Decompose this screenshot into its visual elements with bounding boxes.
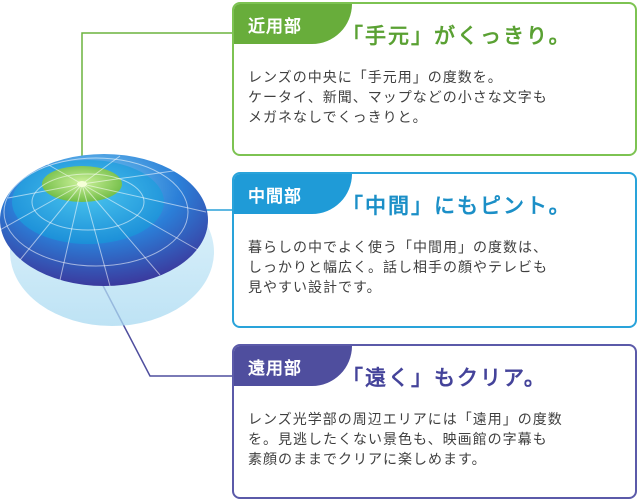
near-zone-line-2: ケータイ、新聞、マップなどの小さな文字も	[248, 90, 548, 106]
intermediate-zone-label: 中間部	[234, 174, 352, 214]
near-zone-label: 近用部	[234, 4, 352, 44]
intermediate-zone-line-1: 暮らしの中でよく使う「中間用」の度数は、	[248, 240, 548, 256]
intermediate-zone-headline: 「中間」にもピント。	[342, 194, 572, 218]
near-zone-line-3: メガネなしでくっきりと。	[248, 110, 428, 126]
intermediate-zone-line-2: しっかりと幅広く。話し相手の顔やテレビも	[248, 260, 548, 276]
distance-zone-line-3: 素顔のままでクリアに楽しめます。	[248, 452, 487, 468]
distance-zone-description: レンズ光学部の周辺エリアには「遠用」の度数 を。見逃したくない景色も、映画館の字…	[248, 410, 623, 470]
contact-lens-illustration	[0, 154, 214, 326]
near-zone-description: レンズの中央に「手元用」の度数を。 ケータイ、新聞、マップなどの小さな文字も メ…	[248, 68, 623, 128]
near-zone-card: 近用部 「手元」がくっきり。 レンズの中央に「手元用」の度数を。 ケータイ、新聞…	[232, 2, 637, 156]
distance-zone-line-2: を。見逃したくない景色も、映画館の字幕も	[248, 432, 548, 448]
intermediate-zone-card: 中間部 「中間」にもピント。 暮らしの中でよく使う「中間用」の度数は、 しっかり…	[232, 172, 637, 328]
distance-zone-line-1: レンズ光学部の周辺エリアには「遠用」の度数	[248, 412, 563, 428]
distance-zone-card: 遠用部 「遠く」もクリア。 レンズ光学部の周辺エリアには「遠用」の度数 を。見逃…	[232, 344, 637, 499]
distance-zone-label: 遠用部	[234, 346, 352, 386]
distance-zone-headline: 「遠く」もクリア。	[342, 366, 547, 390]
intermediate-zone-description: 暮らしの中でよく使う「中間用」の度数は、 しっかりと幅広く。話し相手の顔やテレビ…	[248, 238, 623, 298]
near-zone-headline: 「手元」がくっきり。	[342, 24, 572, 48]
intermediate-zone-line-3: 見やすい設計です。	[248, 280, 382, 296]
near-zone-line-1: レンズの中央に「手元用」の度数を。	[248, 70, 503, 86]
lens-center	[77, 181, 87, 187]
lens-grid	[0, 155, 207, 287]
